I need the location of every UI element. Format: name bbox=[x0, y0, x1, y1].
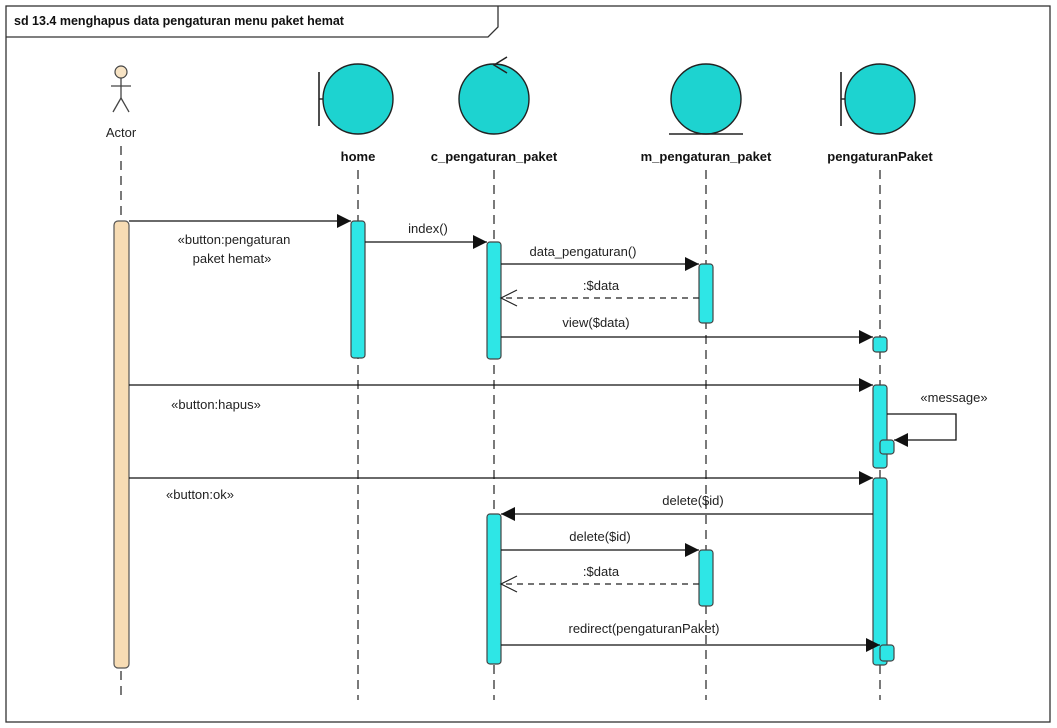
message-label-button-pengaturan-2: paket hemat» bbox=[193, 251, 272, 266]
activation-c-pengaturan-2 bbox=[486, 513, 502, 665]
activation-pengaturan-paket-3 bbox=[872, 477, 888, 666]
lifeline-name-home: home bbox=[341, 149, 376, 164]
message-label-self: «message» bbox=[920, 390, 987, 405]
control-icon-c-pengaturan-paket bbox=[458, 56, 530, 135]
frame-title: sd 13.4 menghapus data pengaturan menu p… bbox=[14, 14, 345, 28]
return-arrowhead-data-2 bbox=[499, 575, 518, 593]
activation-home bbox=[350, 220, 366, 359]
return-arrowhead-data-1 bbox=[499, 289, 518, 307]
activation-pengaturan-paket-1 bbox=[872, 336, 888, 353]
message-label-view: view($data) bbox=[562, 315, 629, 330]
lifeline-name-pengaturan-paket: pengaturanPaket bbox=[827, 149, 933, 164]
message-label-delete-1: delete($id) bbox=[662, 493, 723, 508]
entity-icon-m-pengaturan-paket bbox=[669, 63, 743, 135]
message-label-button-ok: «button:ok» bbox=[166, 487, 234, 502]
lifeline-name-c-pengaturan-paket: c_pengaturan_paket bbox=[431, 149, 558, 164]
activation-pengaturan-paket-4 bbox=[879, 644, 895, 662]
diagram-frame bbox=[5, 5, 1051, 723]
message-label-button-pengaturan-1: «button:pengaturan bbox=[178, 232, 291, 247]
activation-c-pengaturan-1 bbox=[486, 241, 502, 360]
actor-label: Actor bbox=[106, 125, 137, 140]
boundary-icon-home bbox=[318, 63, 394, 135]
actor-figure bbox=[111, 65, 131, 113]
message-label-button-hapus: «button:hapus» bbox=[171, 397, 261, 412]
activation-pengaturan-paket-2 bbox=[872, 384, 888, 469]
message-label-delete-2: delete($id) bbox=[569, 529, 630, 544]
message-label-index: index() bbox=[408, 221, 448, 236]
message-label-data-pengaturan: data_pengaturan() bbox=[530, 244, 637, 259]
activation-pengaturan-paket-self bbox=[879, 439, 895, 455]
message-arrow-self bbox=[887, 413, 957, 447]
frame-title-tab bbox=[6, 6, 499, 38]
lifeline-name-m-pengaturan-paket: m_pengaturan_paket bbox=[641, 149, 772, 164]
activation-actor bbox=[113, 220, 130, 669]
return-label-data-1: :$data bbox=[583, 278, 620, 293]
message-label-redirect: redirect(pengaturanPaket) bbox=[568, 621, 719, 636]
activation-m-pengaturan-2 bbox=[698, 549, 714, 607]
activation-m-pengaturan-1 bbox=[698, 263, 714, 324]
return-label-data-2: :$data bbox=[583, 564, 620, 579]
boundary-icon-pengaturan-paket bbox=[840, 63, 916, 135]
